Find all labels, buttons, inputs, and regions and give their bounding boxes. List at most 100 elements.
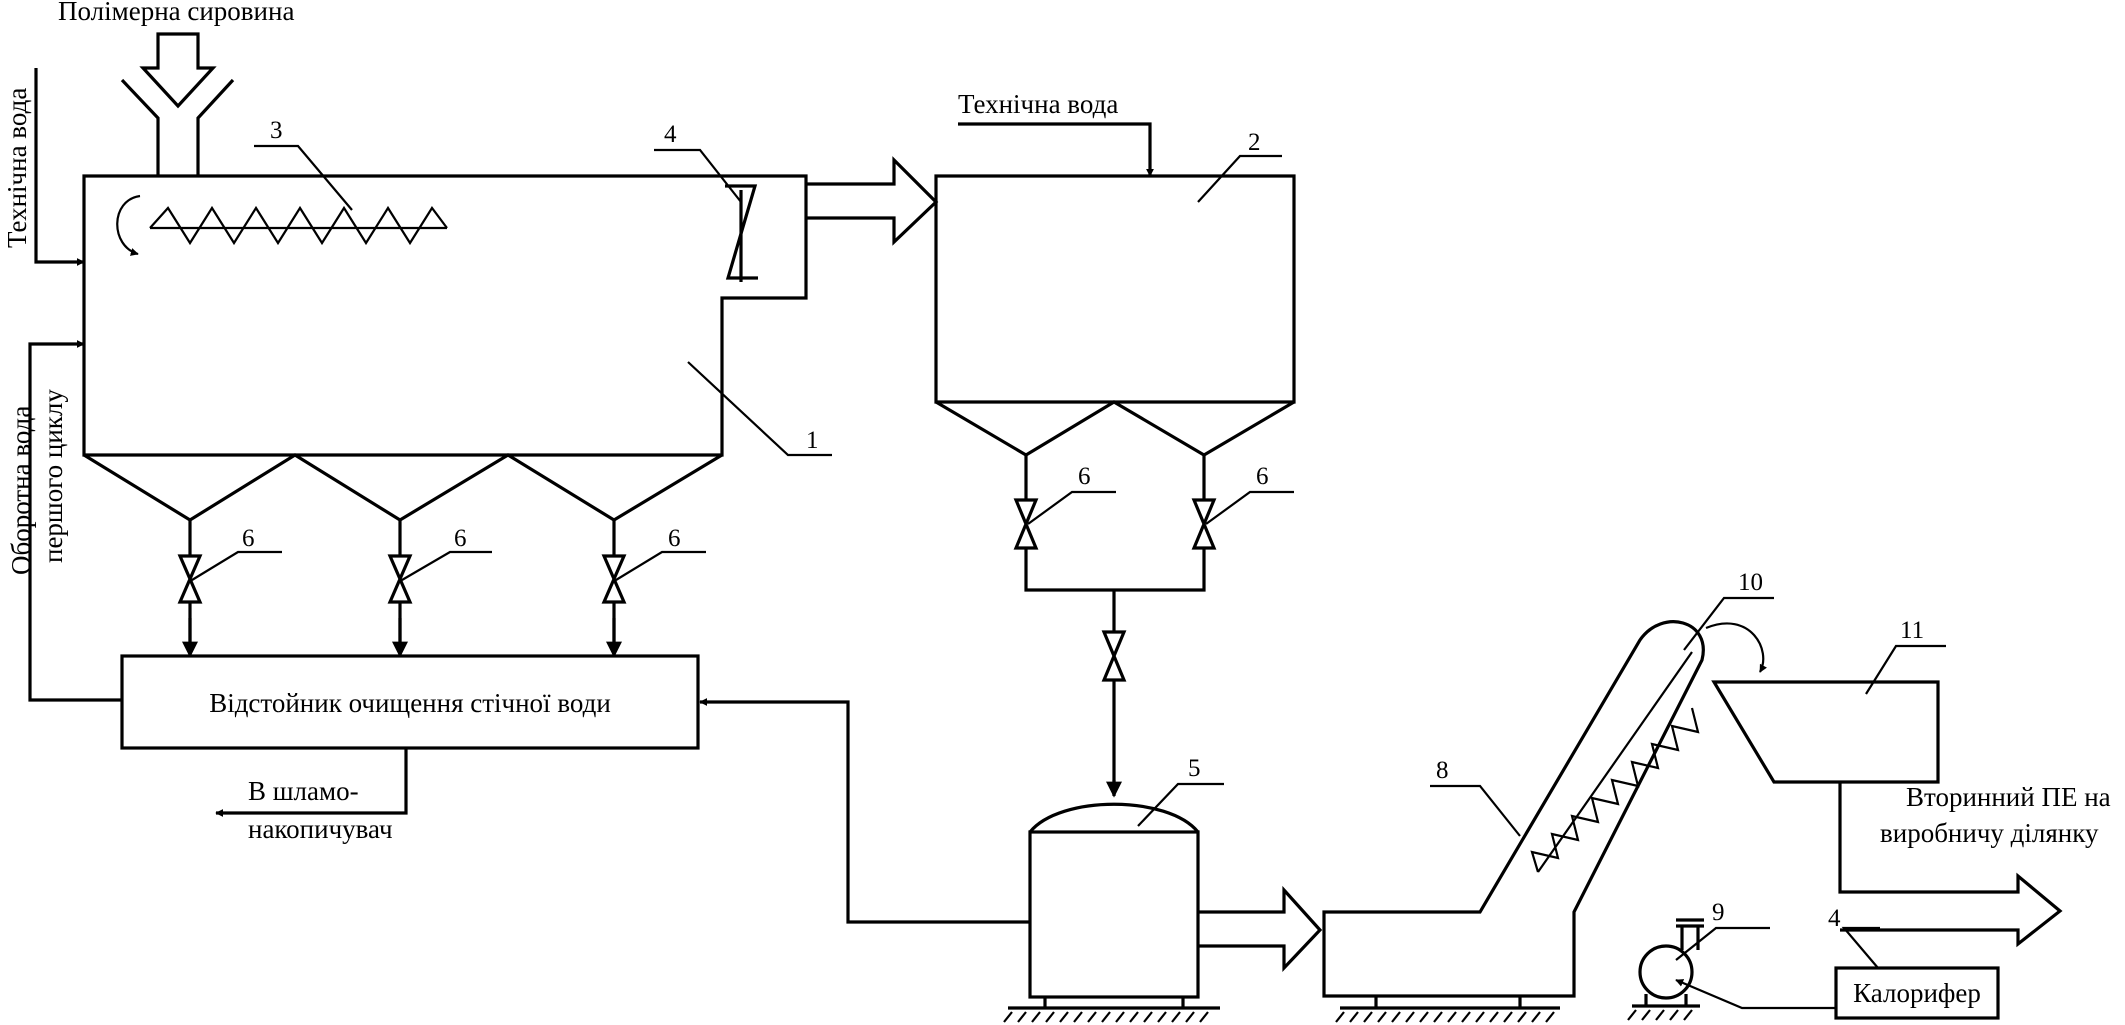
technical-water-side-label: Технічна вода — [2, 88, 32, 248]
sludge-label-line2: накопичувач — [248, 814, 393, 844]
sludge-label-line1: В шламо- — [248, 776, 359, 806]
number-callouts: 1 2 3 4 5 6 6 6 — [191, 117, 1946, 969]
callout-6c-number: 6 — [668, 525, 681, 552]
callout-6c: 6 — [615, 525, 706, 581]
valve-2 — [387, 554, 413, 604]
flotation-tank-hoppers — [83, 453, 723, 522]
callout-2-number: 2 — [1248, 129, 1261, 156]
callout-11: 11 — [1865, 617, 1946, 695]
inclined-conveyor — [1322, 620, 1767, 1023]
feed-screw — [116, 194, 448, 256]
callout-9: 9 — [1675, 899, 1770, 961]
raw-material-label: Полімерна сировина — [58, 0, 294, 26]
settling-tank-box — [120, 654, 700, 750]
heater-box — [1834, 966, 2000, 1020]
wastewater-settling-tank: Відстойник очищення стічної води — [120, 654, 700, 750]
valve-3 — [601, 554, 627, 604]
callout-4-number: 4 — [664, 121, 677, 148]
product-bunker: Вторинний ПЕ на виробничу ділянку — [1711, 680, 2111, 948]
heater-label: Калорифер — [1853, 978, 1981, 1008]
inclined-screw-flights — [1530, 707, 1700, 873]
transfer-arrow-tank-to-settler — [806, 156, 939, 246]
hopper-outlets — [188, 520, 616, 556]
centrifuge-body — [1028, 830, 1200, 999]
conveyor-support — [1340, 996, 1560, 1010]
recycled-water-line: Оборотна вода першого циклу — [6, 340, 122, 702]
heater-to-fan-air-line — [1675, 978, 1836, 1010]
callout-6e: 6 — [1205, 463, 1294, 525]
callout-8-number: 8 — [1436, 757, 1449, 784]
technical-water-side-line — [34, 68, 85, 266]
output-label-line2: виробничу ділянку — [1880, 818, 2099, 848]
callout-3: 3 — [254, 117, 353, 211]
callout-1: 1 — [687, 361, 832, 457]
callout-9-number: 9 — [1712, 899, 1725, 926]
callout-5: 5 — [1137, 755, 1224, 827]
callout-6d-number: 6 — [1078, 463, 1091, 490]
conveyor-ground-hatch — [1335, 1011, 1555, 1023]
recycled-water-pipe — [28, 340, 122, 702]
technical-water-top-line — [958, 122, 1154, 177]
callout-6e-number: 6 — [1256, 463, 1269, 490]
callout-4-heater-number: 4 — [1828, 905, 1841, 932]
callout-8: 8 — [1430, 757, 1521, 837]
centrifuge — [1003, 802, 1220, 1023]
fan-housing — [1638, 944, 1694, 1000]
valve-6 — [1101, 630, 1127, 682]
transfer-arrow-centrifuge-to-conveyor — [1198, 885, 1323, 973]
callout-3-number: 3 — [270, 117, 283, 144]
agitator — [725, 184, 758, 282]
settling-tank-label: Відстойник очищення стічної води — [209, 688, 611, 718]
callout-2: 2 — [1197, 129, 1282, 203]
valve-to-tank-pipes — [188, 602, 616, 642]
valve-1 — [177, 554, 203, 604]
sludge-outlet: В шламо- накопичувач — [215, 748, 408, 844]
fan-ground-hatch — [1627, 1009, 1693, 1021]
flotation-tank — [82, 174, 808, 556]
callout-11-number: 11 — [1900, 617, 1924, 644]
conveyor-discharge-arrow — [1705, 622, 1767, 673]
callout-6a-number: 6 — [242, 525, 255, 552]
valves — [177, 498, 1217, 682]
loading-funnel — [120, 78, 235, 176]
callout-1-number: 1 — [806, 427, 819, 454]
inclined-screw-shaft — [1537, 651, 1693, 873]
return-water-pipe — [699, 698, 1030, 924]
output-arrow — [1838, 782, 2063, 948]
flotation-tank-body — [82, 174, 808, 457]
callout-6a: 6 — [191, 525, 282, 581]
fan-support — [1632, 994, 1700, 1008]
callout-4: 4 — [654, 121, 742, 203]
callout-6b: 6 — [401, 525, 492, 581]
rotation-arrow — [116, 194, 141, 256]
raw-material-arrow — [139, 32, 217, 109]
conveyor-housing — [1322, 620, 1705, 998]
sludge-pipe — [215, 748, 408, 817]
valve-5 — [1191, 498, 1217, 550]
recycled-water-label-line2: першого циклу — [38, 389, 68, 563]
centrifuge-support — [1008, 997, 1220, 1010]
callout-4-heater: 4 — [1828, 905, 1880, 969]
settler-hoppers — [935, 400, 1295, 457]
screw-flights — [149, 205, 448, 246]
output-label-line1: Вторинний ПЕ на — [1906, 782, 2111, 812]
raw-material-input: Полімерна сировина — [58, 0, 294, 176]
callout-6d: 6 — [1027, 463, 1116, 525]
centrifuge-ground-hatch — [1003, 1011, 1209, 1023]
technical-water-top-label: Технічна вода — [958, 89, 1118, 119]
technical-water-side-input: Технічна вода — [2, 68, 85, 266]
settler-body — [934, 174, 1296, 404]
callout-5-number: 5 — [1188, 755, 1201, 782]
fan-outlet — [1676, 918, 1704, 950]
centrifuge-dome — [1028, 802, 1200, 834]
heater: Калорифер — [1834, 966, 2000, 1020]
settler: Технічна вода — [934, 89, 1296, 457]
bunker-body — [1711, 680, 1940, 784]
callout-10: 10 — [1683, 569, 1774, 651]
callout-10-number: 10 — [1738, 569, 1763, 596]
blower-fan — [1627, 918, 1704, 1021]
callout-6b-number: 6 — [454, 525, 467, 552]
valve-4 — [1013, 498, 1039, 550]
